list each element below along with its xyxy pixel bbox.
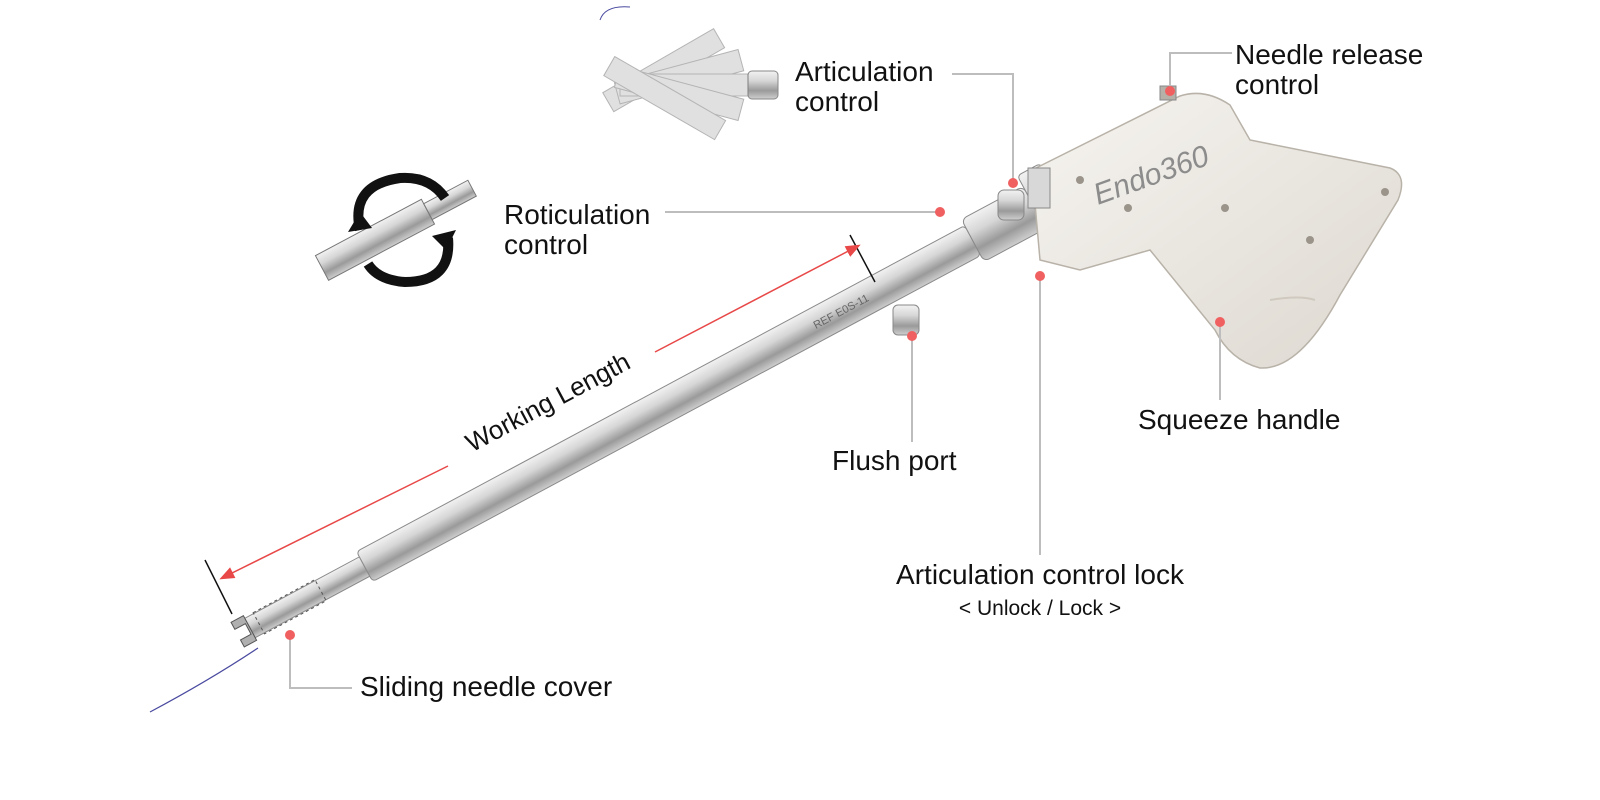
articulation-lock-title: Articulation control lock xyxy=(896,559,1184,590)
marker-articulation xyxy=(1008,178,1018,188)
articulation-lock-label: Articulation control lock < Unlock / Loc… xyxy=(880,560,1200,624)
leader-sliding-cover xyxy=(289,636,352,689)
roticulation-line1: Roticulation xyxy=(504,199,651,230)
roticulation-illustration xyxy=(314,172,478,288)
marker-needle-release xyxy=(1165,86,1175,96)
needle-release-label: Needle release control xyxy=(1235,40,1423,100)
articulation-lock-sub: < Unlock / Lock > xyxy=(958,597,1122,620)
sliding-cover-label: Sliding needle cover xyxy=(360,671,613,702)
roticulation-line2: control xyxy=(504,229,589,260)
leader-lines xyxy=(289,52,1232,689)
articulation-knob xyxy=(997,189,1025,221)
flush-port-body xyxy=(892,304,920,336)
marker-flush-port xyxy=(907,331,917,341)
leader-articulation xyxy=(952,73,1014,183)
rotation-arrow-icon xyxy=(353,172,450,232)
articulation-line1: Articulation xyxy=(795,56,934,87)
articulation-illustration xyxy=(599,6,779,141)
squeeze-handle-label: Squeeze handle xyxy=(1138,404,1341,435)
working-length-dimension: Working Length xyxy=(204,234,876,615)
flush-port-label: Flush port xyxy=(832,445,957,476)
marker-articulation-lock xyxy=(1035,271,1045,281)
marker-roticulation xyxy=(935,207,945,217)
marker-sliding-cover xyxy=(285,630,295,640)
instrument-handle: Endo360 xyxy=(1027,85,1403,369)
roticulation-label: Roticulation control xyxy=(504,200,650,260)
needle-release-line1: Needle release xyxy=(1235,39,1424,70)
articulation-line2: control xyxy=(795,86,880,117)
markers xyxy=(285,86,1225,640)
leader-needle-release xyxy=(1169,52,1232,90)
distal-jaw xyxy=(230,614,258,648)
articulation-label: Articulation control xyxy=(795,57,934,117)
suture-thread xyxy=(149,647,259,713)
marker-squeeze-handle xyxy=(1215,317,1225,327)
needle-release-line2: control xyxy=(1235,69,1320,100)
